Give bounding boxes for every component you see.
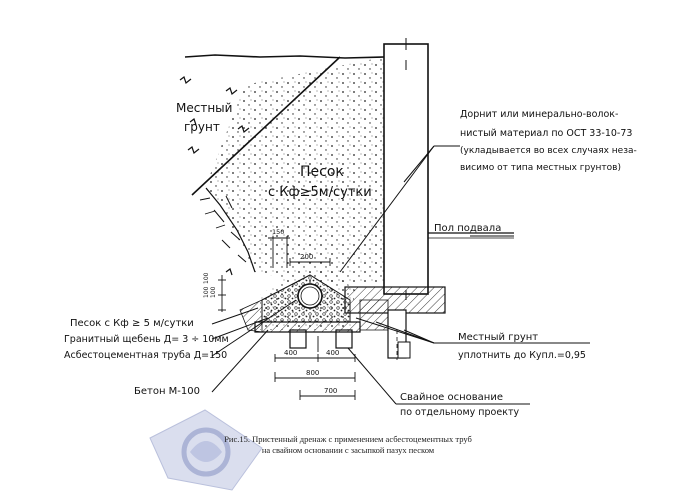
local-soil-marks: [179, 76, 250, 276]
dim-400-a: 400: [284, 349, 297, 357]
dim-100-c: 100: [203, 272, 210, 284]
label-sand-callout: Песок с Кф ≥ 5 м/сутки: [70, 318, 194, 329]
dim-200: 200: [300, 253, 313, 261]
dim-100-b: 100: [210, 286, 217, 298]
dimension-lines: [218, 236, 356, 400]
dim-700: 700: [324, 387, 337, 395]
dim-400-b: 400: [326, 349, 339, 357]
caption-line-1: Рис.15. Пристенный дренаж с применением …: [224, 434, 472, 444]
label-pile-1: Свайное основание: [400, 392, 503, 403]
figure-caption: Рис.15. Пристенный дренаж с применением …: [224, 434, 472, 455]
label-concrete-callout: Бетон М-100: [134, 386, 200, 397]
dim-800: 800: [306, 369, 319, 377]
label-dornit-1: Дорнит или минерально-волок-: [460, 109, 618, 120]
label-dornit-4: висимо от типа местных грунтов): [460, 163, 621, 173]
asbestos-pipe: [297, 283, 323, 309]
dim-100-a: 100: [203, 286, 210, 298]
label-local-soil-callout: Местный грунт: [458, 332, 538, 343]
label-local-soil-top: Местный: [176, 101, 232, 115]
label-basement-floor: Пол подвала: [434, 223, 501, 234]
basement-wall: [383, 38, 429, 300]
label-pipe-callout: Асбестоцементная труба Д=150: [64, 350, 227, 361]
label-dornit-2: нистый материал по ОСТ 33-10-73: [460, 128, 632, 139]
leader-lines: [211, 145, 590, 405]
label-compact-callout: уплотнить до Купл.=0,95: [458, 350, 586, 361]
label-dornit-3: (укладывается во всех случаях неза-: [460, 146, 637, 156]
label-pile-2: по отдельному проекту: [400, 407, 519, 418]
piles: [289, 309, 411, 360]
watermark-logo: [149, 409, 263, 491]
dimension-labels: 150 200 100 100 100 400 400 800 700: [203, 228, 339, 395]
diagram-labels: Местный грунт Песок с Кф≥5м/сутки Дорнит…: [64, 101, 637, 418]
label-granite-callout: Гранитный щебень Д= 3 ÷ 10мм: [64, 334, 229, 345]
caption-line-2: на свайном основании с засыпкой пазух пе…: [262, 445, 435, 455]
label-sand-1: Песок: [300, 164, 344, 180]
excavation-slope: [191, 56, 341, 273]
label-sand-2: с Кф≥5м/сутки: [268, 185, 372, 200]
label-local-soil-bottom: грунт: [184, 120, 220, 134]
dim-150: 150: [272, 228, 284, 236]
ground-surface: [184, 54, 385, 59]
